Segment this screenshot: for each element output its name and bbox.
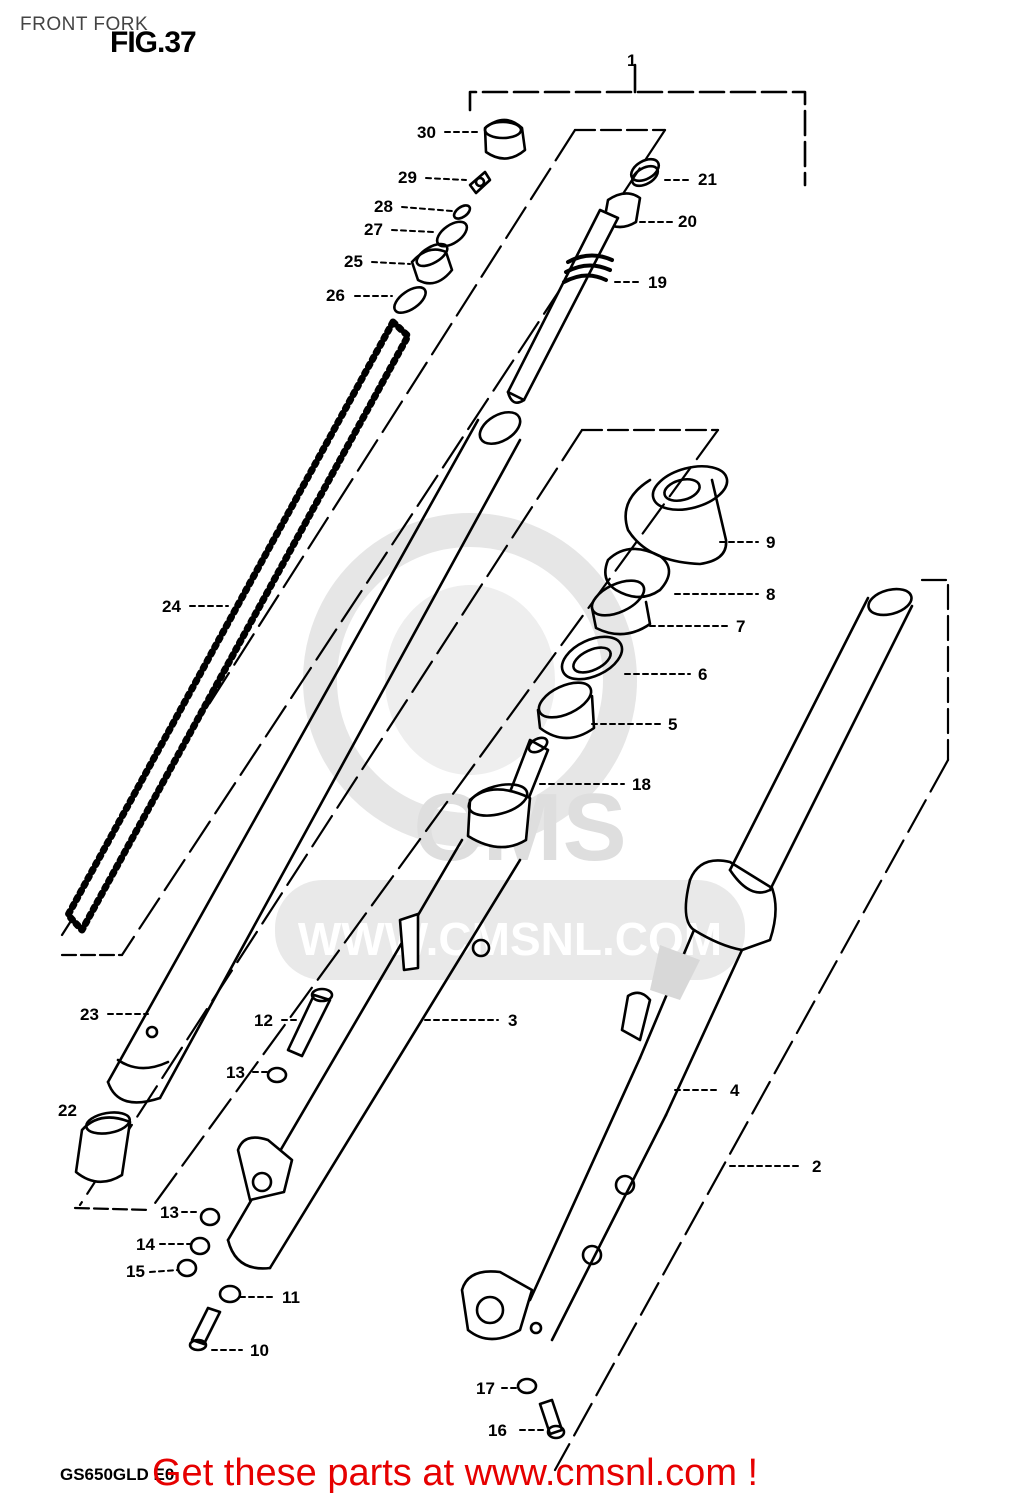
callout-labels: 1 30 29 28 27 25 26 21 20 19 24 9 8 7 6 … — [58, 51, 821, 1440]
callout-5: 5 — [668, 715, 677, 734]
callout-23: 23 — [80, 1005, 99, 1024]
callout-2: 2 — [812, 1157, 821, 1176]
callout-15: 15 — [126, 1262, 145, 1281]
callout-8: 8 — [766, 585, 775, 604]
washer-part-13-upper — [266, 1066, 288, 1084]
clip-part-8 — [604, 547, 671, 599]
bolt-part-12 — [286, 987, 334, 1058]
callout-18: 18 — [632, 775, 651, 794]
callout-28: 28 — [374, 197, 393, 216]
watermark-url: WWW.CMSNL.COM — [298, 913, 722, 965]
callout-14: 14 — [136, 1235, 155, 1254]
outer-tube-frame — [553, 578, 950, 1472]
washer-part-13-lower — [199, 1207, 221, 1227]
callout-24: 24 — [162, 597, 181, 616]
spacer-part-25 — [410, 242, 454, 285]
callout-21: 21 — [698, 170, 717, 189]
washer-part-17 — [516, 1377, 538, 1395]
callout-11: 11 — [282, 1288, 300, 1307]
oil-seal-part-6 — [560, 635, 624, 681]
callout-10: 10 — [250, 1341, 269, 1360]
callout-19: 19 — [648, 273, 667, 292]
promo-link[interactable]: Get these parts at www.cmsnl.com ! — [152, 1452, 759, 1494]
callout-30: 30 — [417, 123, 436, 142]
spring-part-24 — [64, 318, 412, 934]
callout-16: 16 — [488, 1421, 507, 1440]
washer-part-14 — [189, 1236, 211, 1256]
callout-3: 3 — [508, 1011, 517, 1030]
bolt-part-16 — [538, 1398, 566, 1440]
ring-part-7 — [590, 579, 652, 636]
callout-12: 12 — [254, 1011, 273, 1030]
o-ring-part-27 — [435, 220, 469, 248]
nut-part-15 — [176, 1258, 198, 1278]
cap-bolt-part-30 — [483, 118, 527, 160]
inner-tube-part-23 — [106, 410, 522, 1104]
callout-29: 29 — [398, 168, 417, 187]
page-title: FRONT FORK — [20, 14, 149, 35]
callout-20: 20 — [678, 212, 697, 231]
bushing-part-5 — [536, 681, 596, 740]
callout-4: 4 — [730, 1081, 740, 1100]
callout-9: 9 — [766, 533, 775, 552]
valve-part-29 — [468, 170, 492, 195]
callout-27: 27 — [364, 220, 383, 239]
callout-6: 6 — [698, 665, 707, 684]
inner-tube-part-4 — [728, 587, 914, 894]
bushing-part-22 — [74, 1111, 132, 1184]
callout-25: 25 — [344, 252, 363, 271]
model-code: GS650GLD E0 — [60, 1465, 175, 1484]
callout-17: 17 — [476, 1379, 495, 1398]
callout-7: 7 — [736, 617, 745, 636]
callout-26: 26 — [326, 286, 345, 305]
assembly-1-bracket — [468, 63, 807, 187]
ring-part-21 — [629, 157, 661, 188]
outer-tube-part-3 — [226, 838, 522, 1270]
figure-title: FIG.37 — [110, 26, 197, 59]
o-ring-part-28 — [452, 204, 472, 220]
leader-lines — [107, 131, 803, 1431]
damper-frame — [73, 428, 720, 1212]
callout-22: 22 — [58, 1101, 77, 1120]
damper-seat-part-18 — [466, 736, 550, 849]
drain-bolt-part-10 — [188, 1306, 222, 1352]
outer-tube-part-2 — [460, 859, 777, 1342]
dust-boot-part-9 — [624, 465, 729, 566]
gasket-part-11 — [218, 1284, 242, 1304]
damper-rod-part-19 — [506, 208, 620, 404]
watermark: CMS WWW.CMSNL.COM — [275, 513, 745, 980]
washer-part-26 — [393, 286, 427, 314]
callout-13-lower: 13 — [160, 1203, 179, 1222]
callout-13-upper: 13 — [226, 1063, 245, 1082]
callout-1: 1 — [627, 51, 636, 70]
